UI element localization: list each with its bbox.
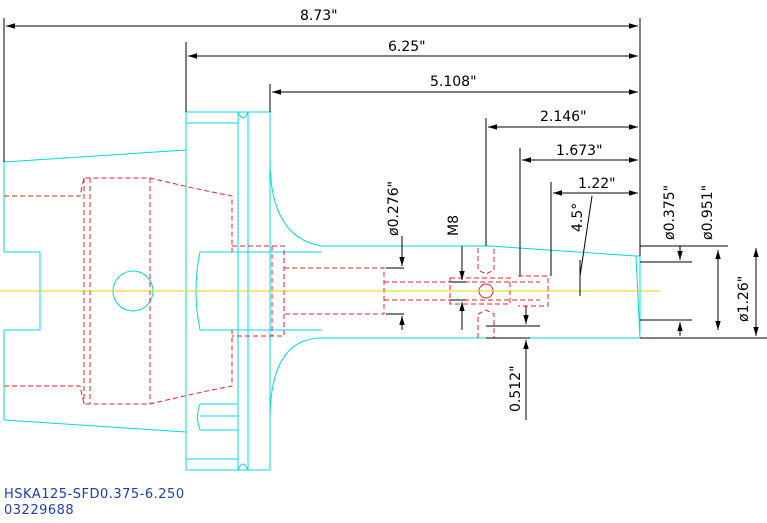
dim-dia-126: ø1.26" (736, 276, 752, 322)
dim-2146: 2.146" (540, 109, 587, 125)
dim-dia-0276: ø0.276" (386, 181, 402, 236)
dim-1673: 1.673" (556, 143, 603, 159)
dimension-lines (3, 18, 767, 420)
dim-thread: M8 (446, 215, 462, 236)
dim-angle: 4.5° (570, 203, 586, 232)
dim-dia-0951: ø0.951" (700, 185, 716, 240)
dim-overall-length: 8.73" (300, 8, 338, 24)
dim-flange-length: 6.25" (388, 39, 426, 55)
part-number: HSKA125-SFD0.375-6.250 (4, 487, 185, 502)
dim-body-length: 5.108" (430, 74, 477, 90)
dim-dia-0375: ø0.375" (662, 185, 678, 240)
item-number: 03229688 (4, 503, 75, 518)
dim-0512: 0.512" (508, 365, 524, 412)
dim-122: 1.22" (578, 176, 616, 192)
